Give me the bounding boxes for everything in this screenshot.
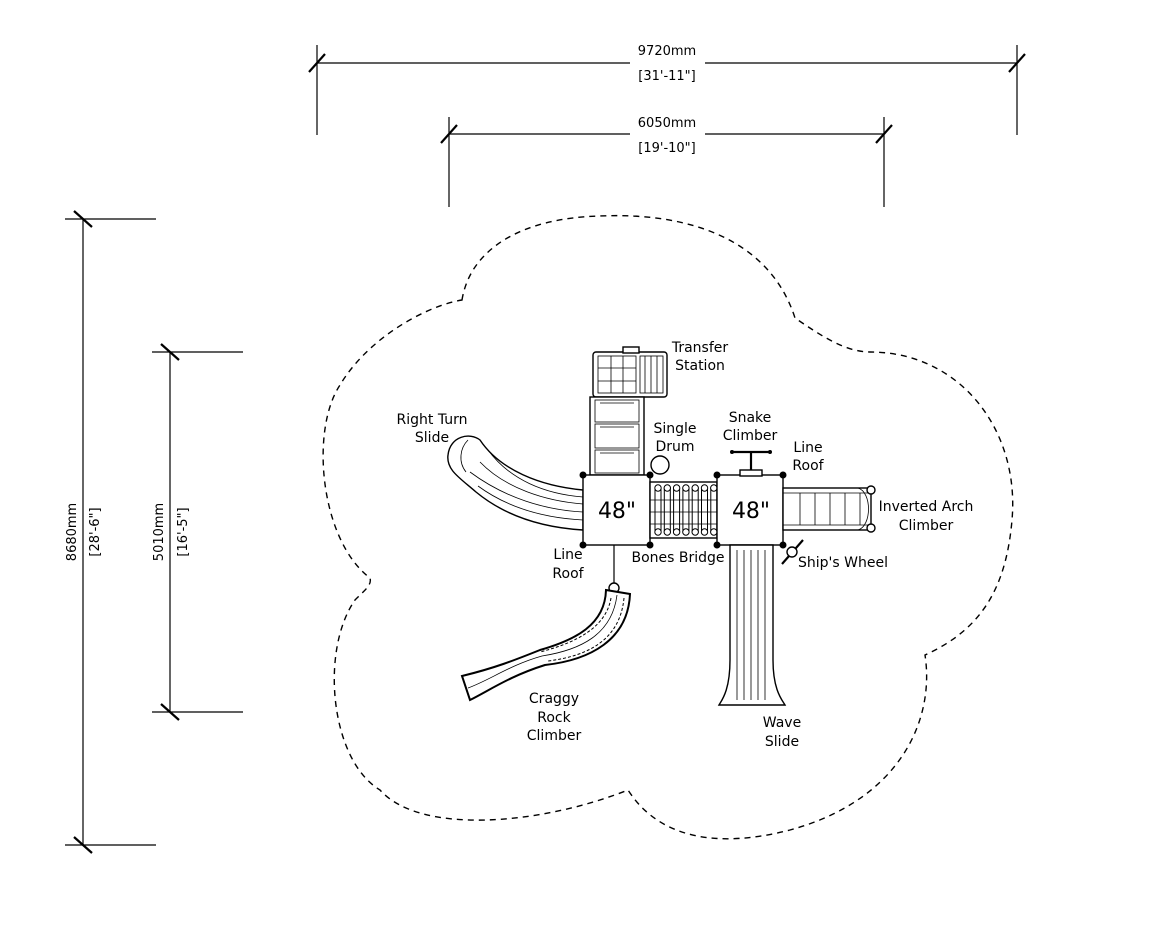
inner-width-ftin: [19'-10"] [638, 141, 695, 156]
label-right-turn-slide: Right Turn Slide [397, 412, 468, 446]
single-drum [650, 455, 670, 475]
svg-text:Wave: Wave [763, 715, 801, 731]
svg-text:Line: Line [553, 547, 582, 563]
svg-text:Climber: Climber [899, 518, 954, 534]
svg-text:Inverted Arch: Inverted Arch [879, 499, 974, 515]
svg-text:Single: Single [653, 421, 696, 437]
bridge-bone [701, 485, 708, 535]
deck-left-height: 48" [598, 499, 636, 524]
overall-depth-mm: 8680mm [65, 503, 80, 561]
bridge-bone-knuckle [672, 528, 681, 536]
bridge-bone [691, 485, 699, 535]
bridge-bone [682, 485, 690, 535]
bridge-bone-knuckle [663, 484, 671, 492]
deck-left: 48" [579, 471, 654, 549]
overall-depth-ftin: [28'-6"] [88, 507, 103, 556]
bridge-bone-knuckle [672, 484, 681, 492]
svg-text:Roof: Roof [792, 458, 824, 474]
bridge-bone [663, 485, 671, 535]
inner-depth-mm: 5010mm [152, 503, 167, 561]
label-craggy-rock-climber: Craggy Rock Climber [527, 691, 582, 744]
svg-text:Climber: Climber [723, 428, 778, 444]
bridge-bone-knuckle [710, 528, 718, 536]
svg-text:Rock: Rock [537, 710, 571, 726]
transfer-station [589, 346, 668, 476]
bridge-bone-knuckle [682, 484, 690, 492]
svg-text:Drum: Drum [655, 439, 694, 455]
label-bones-bridge: Bones Bridge [631, 550, 724, 566]
deck-right: 48" [713, 471, 787, 549]
bridge-bone-knuckle [663, 528, 671, 536]
bridge-bone [710, 485, 718, 535]
overall-width-mm: 9720mm [638, 44, 696, 59]
overall-width-ftin: [31'-11"] [638, 69, 695, 84]
inverted-arch-climber [782, 485, 876, 533]
label-line-roof-left: Line Roof [552, 547, 584, 582]
inner-width-mm: 6050mm [638, 116, 696, 131]
bridge-bone-knuckle [691, 528, 699, 536]
svg-text:Station: Station [675, 358, 725, 374]
label-inverted-arch-climber: Inverted Arch Climber [879, 499, 974, 534]
svg-text:Transfer: Transfer [671, 340, 729, 356]
svg-text:Craggy: Craggy [529, 691, 579, 707]
deck-right-height: 48" [732, 499, 770, 524]
label-wave-slide: Wave Slide [763, 715, 801, 750]
label-transfer-station: Transfer Station [671, 340, 729, 374]
bridge-bone-knuckle [710, 484, 718, 492]
svg-text:Line: Line [793, 440, 822, 456]
bridge-bone-knuckle [700, 484, 709, 492]
craggy-rock-climber [460, 545, 632, 702]
overall-depth-dimension: 8680mm [28'-6"] [65, 210, 156, 854]
svg-text:Snake: Snake [729, 410, 772, 426]
wave-slide [717, 544, 787, 706]
svg-text:Slide: Slide [415, 430, 449, 446]
label-single-drum: Single Drum [653, 421, 696, 455]
bridge-bone [673, 485, 681, 535]
bridge-bone-knuckle [691, 484, 699, 492]
inner-depth-ftin: [16'-5"] [176, 507, 191, 556]
snake-climber [730, 450, 772, 477]
bridge-bone-knuckle [700, 528, 709, 536]
svg-text:Slide: Slide [765, 734, 799, 750]
bridge-bone-knuckle [654, 528, 662, 536]
ships-wheel [781, 539, 804, 565]
svg-text:Climber: Climber [527, 728, 582, 744]
overall-width-dimension: 9720mm [31'-11"] [308, 44, 1026, 135]
label-line-roof-right: Line Roof [792, 440, 824, 474]
bridge-bone-knuckle [682, 528, 690, 536]
inner-width-dimension: 6050mm [19'-10"] [440, 116, 893, 207]
label-ships-wheel: Ship's Wheel [798, 555, 888, 571]
right-turn-slide [447, 435, 584, 531]
bridge-bone-knuckle [654, 484, 662, 492]
svg-text:Right Turn: Right Turn [397, 412, 468, 428]
label-snake-climber: Snake Climber [723, 410, 778, 444]
svg-text:Roof: Roof [552, 566, 584, 582]
bones-bridge [649, 481, 718, 539]
bridge-bone [654, 485, 662, 535]
inner-depth-dimension: 5010mm [16'-5"] [152, 343, 243, 721]
safety-zone-outline [322, 214, 1014, 840]
